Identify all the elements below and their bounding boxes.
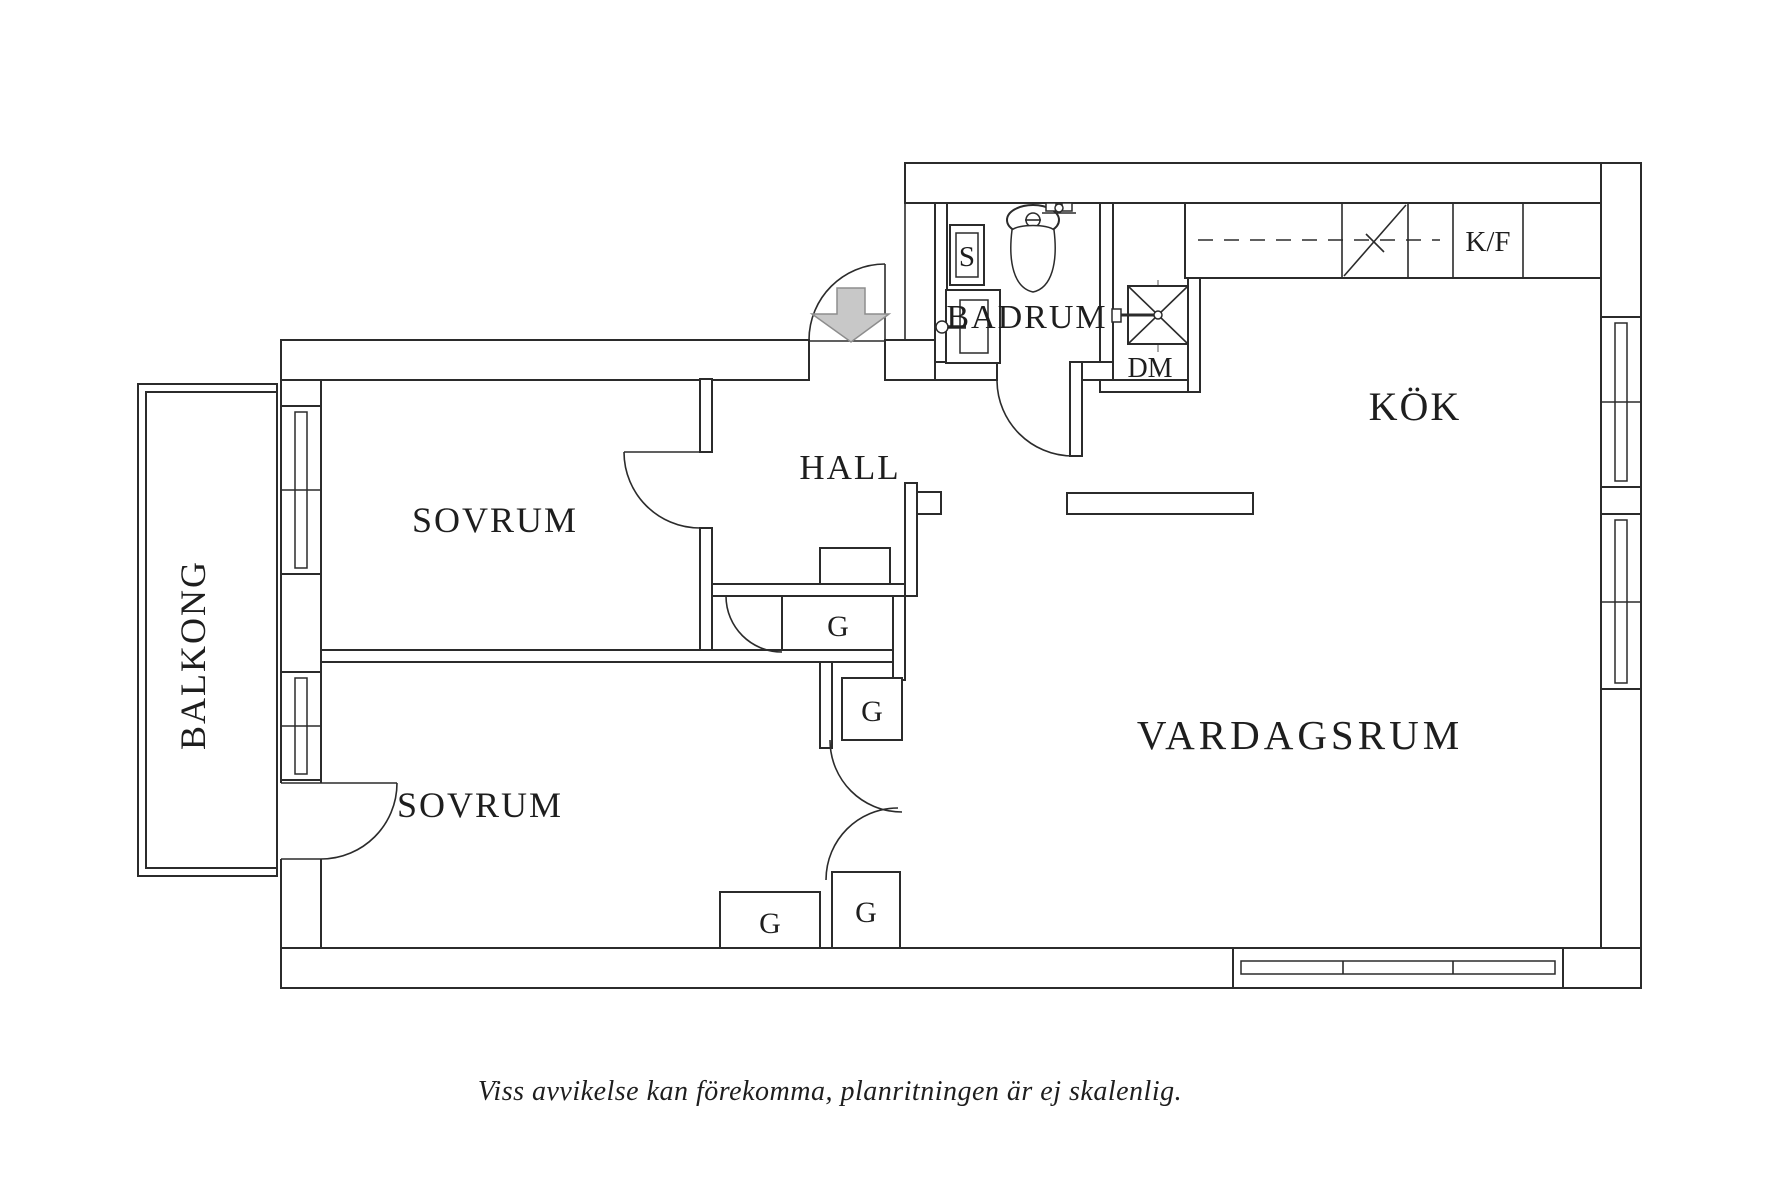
wardrobe-box-1 — [781, 595, 894, 651]
wall-hall-south — [711, 583, 906, 597]
door-swing — [320, 782, 398, 860]
label-living-room: VARDAGSRUM — [1137, 712, 1463, 758]
wall-bedroom1-east-lower — [699, 527, 713, 663]
wall-bedroom1-east-upper — [699, 378, 713, 453]
wardrobe-hall-door — [725, 595, 783, 653]
label-wardrobe-1: G — [827, 610, 849, 643]
label-bedroom-upper: SOVRUM — [412, 500, 578, 540]
hall-closet-box — [819, 547, 891, 585]
wall-bedrooms-divider — [320, 649, 894, 663]
entrance-arrow-icon — [809, 287, 892, 343]
label-dishwasher: DM — [1127, 353, 1172, 384]
bathroom-fixtures — [935, 202, 1076, 364]
door-swing — [829, 739, 903, 813]
window-living-room-bottom — [1232, 947, 1564, 989]
window-kitchen — [1600, 316, 1642, 488]
door-swing — [725, 595, 783, 653]
label-bathroom: BADRUM — [946, 299, 1107, 336]
wardrobe-box-2 — [841, 677, 903, 741]
doors — [623, 263, 1074, 881]
label-kitchen: KÖK — [1369, 384, 1462, 429]
label-bedroom-lower: SOVRUM — [397, 785, 563, 825]
label-fridge-freezer: K/F — [1465, 226, 1510, 258]
cabinet-icon — [949, 224, 985, 286]
wall-pillar-tab — [916, 491, 942, 515]
window-bedroom-upper — [280, 405, 322, 575]
bathroom-door — [996, 379, 1074, 457]
kitchen-peninsula — [1066, 492, 1254, 515]
door-swing — [808, 263, 886, 341]
label-wardrobe-4: G — [759, 907, 781, 940]
wall-bathroom-door-stub — [1069, 361, 1083, 457]
balcony — [137, 383, 278, 877]
bedroom1-door — [623, 451, 701, 529]
disclaimer-caption: Viss avvikelse kan förekomma, planritnin… — [478, 1076, 1182, 1107]
storage-units — [719, 547, 903, 949]
kitchen-fixtures — [1066, 202, 1602, 515]
bedroom2-passage-doors — [825, 739, 903, 881]
window-bedroom-lower — [280, 671, 322, 781]
exterior-wall-top — [904, 162, 1642, 204]
balcony-door — [279, 782, 398, 860]
sink-icon — [935, 289, 1001, 364]
wardrobe-box-3 — [831, 871, 901, 949]
wall-bedroom2-east — [819, 661, 833, 749]
stove-icon — [1343, 204, 1407, 277]
wardrobe-box-4 — [719, 891, 821, 949]
label-wardrobe-2: G — [861, 695, 883, 728]
label-wardrobe-3: G — [855, 896, 877, 929]
windows — [280, 316, 1642, 989]
exterior-walls — [280, 162, 1642, 989]
door-swing — [996, 379, 1074, 457]
wall-niche-east — [1187, 277, 1201, 393]
interior-walls — [320, 202, 1201, 749]
label-hall: HALL — [799, 448, 900, 487]
window-living-room-right — [1600, 513, 1642, 690]
shower-mixer-icon — [1042, 202, 1076, 214]
balcony-railing-inner — [145, 391, 278, 869]
room-labels: BALKONG SOVRUM SOVRUM HALL BADRUM KÖK VA… — [173, 226, 1511, 940]
wall-hall-livingroom — [904, 482, 918, 597]
toilet-icon — [1006, 204, 1060, 293]
label-cabinet: S — [959, 241, 975, 273]
exterior-wall-top-left — [280, 339, 810, 381]
door-swing — [623, 451, 701, 529]
wall-bathroom-south-left — [934, 361, 998, 381]
door-swing — [825, 807, 899, 881]
entrance-door — [808, 263, 886, 341]
wall-bathroom-east — [1099, 202, 1114, 381]
label-balcony: BALKONG — [173, 560, 213, 750]
wall-stub-upper — [892, 595, 906, 681]
dishwasher-icon — [1111, 280, 1189, 352]
